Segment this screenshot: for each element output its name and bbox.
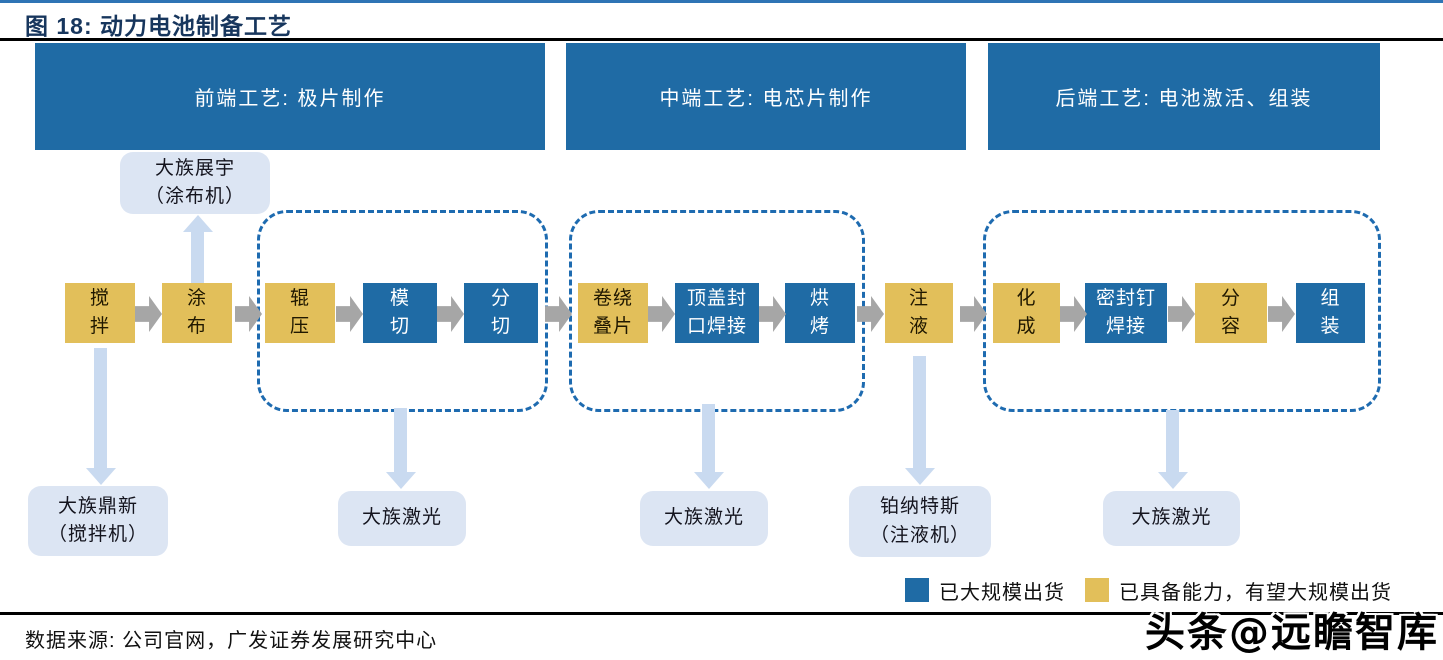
legend-item-mass-shipped: 已大规模出货 xyxy=(905,578,1065,604)
supplier-laser-3: 大族激光 xyxy=(1103,491,1240,546)
step-baking: 烘 烤 xyxy=(785,283,855,343)
supplier-mixer: 大族鼎新 （搅拌机） xyxy=(28,486,168,556)
step-electrolyte-filling: 注 液 xyxy=(885,283,953,343)
title-underline xyxy=(0,38,1443,41)
arrow-up-coating-supplier xyxy=(191,232,204,283)
stage-bar-mid-end: 中端工艺: 电芯片制作 xyxy=(566,43,966,150)
flow-arrow-right xyxy=(135,296,162,332)
step-top-cap-welding: 顶盖封 口焊接 xyxy=(675,283,759,343)
data-source-note: 数据来源: 公司官网，广发证券发展研究中心 xyxy=(25,630,438,652)
step-capacity-grading: 分 容 xyxy=(1195,283,1267,343)
legend-item-capable: 已具备能力，有望大规模出货 xyxy=(1085,578,1392,604)
legend-label: 已大规模出货 xyxy=(939,581,1065,604)
arrow-down-mixing-supplier xyxy=(94,348,107,468)
arrow-down-filling-supplier xyxy=(913,356,926,468)
legend-swatch-yellow xyxy=(1085,578,1109,602)
step-pack-assembly: 组 装 xyxy=(1296,283,1365,343)
arrow-down-group2-supplier xyxy=(702,404,715,472)
step-mixing: 搅 拌 xyxy=(65,283,135,343)
bottom-rule xyxy=(0,612,1443,615)
supplier-filling-machine: 铂纳特斯 （注液机） xyxy=(849,486,991,557)
step-formation: 化 成 xyxy=(993,283,1060,343)
arrow-down-group3-supplier xyxy=(1166,410,1179,472)
step-calendering: 辊 压 xyxy=(265,283,335,343)
supplier-laser-2: 大族激光 xyxy=(640,491,768,546)
step-coating: 涂 布 xyxy=(162,283,232,343)
stage-bar-front-end: 前端工艺: 极片制作 xyxy=(35,43,545,150)
figure-title: 图 18: 动力电池制备工艺 xyxy=(25,13,293,39)
stage-bar-back-end: 后端工艺: 电池激活、组装 xyxy=(988,43,1380,150)
step-winding-stacking: 卷绕 叠片 xyxy=(578,283,648,343)
legend-swatch-blue xyxy=(905,578,929,602)
watermark-toutiao-yuanzhan: 头条@远瞻智库 xyxy=(1145,610,1439,656)
step-slitting: 分 切 xyxy=(464,283,538,343)
step-die-cutting: 模 切 xyxy=(363,283,437,343)
supplier-laser-1: 大族激光 xyxy=(338,491,466,546)
arrow-down-group1-supplier xyxy=(394,408,407,472)
flow-arrow-right xyxy=(545,296,572,332)
legend-label: 已具备能力，有望大规模出货 xyxy=(1119,581,1392,604)
step-seal-pin-welding: 密封钉 焊接 xyxy=(1085,283,1167,343)
supplier-coater: 大族展宇 （涂布机） xyxy=(120,152,270,214)
top-accent-rule xyxy=(0,0,1443,3)
